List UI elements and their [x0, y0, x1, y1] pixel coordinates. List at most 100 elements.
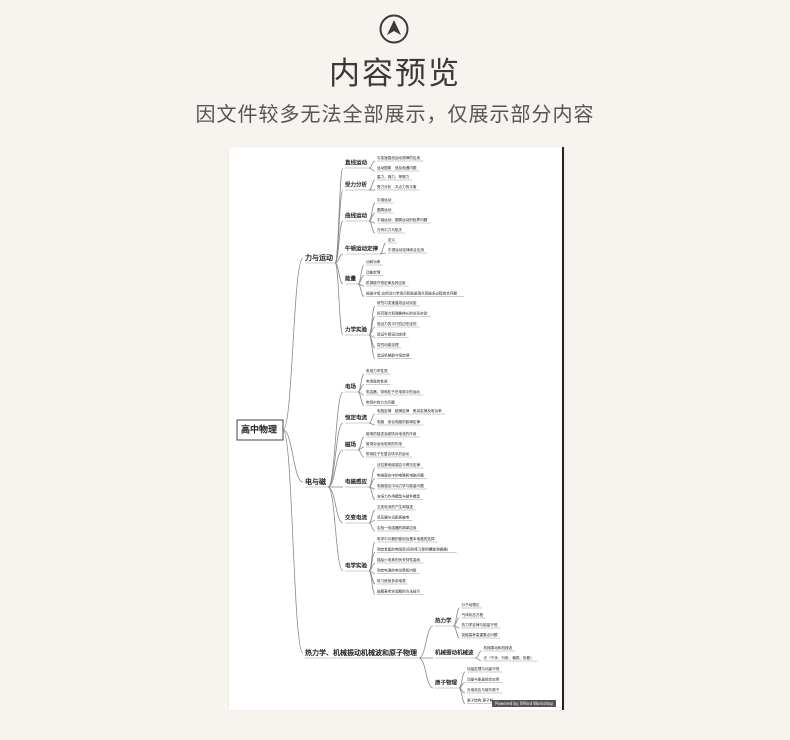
- topic-leaf-connector: [458, 687, 466, 704]
- leaf-label: 动量与能量综合应用: [467, 677, 500, 682]
- leaf-label: 电路 闭合电路的欧姆定律: [377, 419, 421, 424]
- page-subtitle: 因文件较多无法全部展示，仅展示部分内容: [195, 102, 595, 126]
- topic-leaf-connector: [368, 179, 376, 191]
- topic-label: 牛顿运动定律: [345, 245, 379, 253]
- leaf-label: 机械能守恒定律及其应用: [366, 280, 406, 285]
- leaf-label: 气体状态方程: [462, 612, 484, 617]
- leaf-label: 电阻定律 欧姆定律 焦耳定律及电功率: [377, 408, 442, 413]
- branch-topic-connector: [334, 220, 344, 264]
- branch-topic-connector: [418, 625, 434, 659]
- compass-arrow-icon: [379, 14, 409, 44]
- topic-leaf-connector: [475, 650, 482, 659]
- leaf-label: 光电效应与玻尔原子: [467, 687, 500, 692]
- leaf-label: 电磁感应中的电路和电磁问题: [377, 473, 424, 478]
- topic-label: 曲线运动: [345, 212, 368, 220]
- topic-leaf-connector: [368, 467, 376, 488]
- topic-leaf-connector: [453, 607, 460, 627]
- leaf-label: 重力、弹力、摩擦力: [377, 174, 410, 179]
- branch-topic-connector: [327, 486, 344, 572]
- leaf-label: 分子动理论: [462, 602, 480, 607]
- leaf-label: 突破高考高重要点问题: [462, 632, 498, 637]
- topic-leaf-connector: [368, 509, 376, 524]
- leaf-label: 万有引力与航天: [377, 227, 403, 232]
- leaf-label: 验证机械能守恒定律: [377, 353, 410, 358]
- leaf-label: 能量守恒 应用动力学观点和能量观点突破多过程综合问题: [366, 291, 457, 296]
- leaf-label: 电磁感应中动力学与能量问题: [377, 483, 424, 488]
- leaf-label: 安培力作用模型与部件模型: [377, 494, 421, 499]
- powered-by-badge: Powered by XMind Workshop: [492, 700, 556, 707]
- root-branch-connector: [282, 257, 304, 431]
- topic-leaf-connector: [368, 413, 376, 424]
- branch-label: 力与运动: [305, 253, 333, 262]
- topic-leaf-connector: [368, 167, 376, 172]
- leaf-label: 运动图象 追及相遇问题: [377, 165, 417, 170]
- branch-topic-connector: [327, 486, 344, 524]
- branch-topic-connector: [334, 189, 344, 264]
- leaf-label: 电场中的力大问题: [366, 400, 395, 405]
- topic-label: 原子物理: [435, 679, 458, 687]
- root-node-label: 高中物理: [241, 424, 277, 436]
- leaf-label: 受力分析 共点力的平衡: [377, 184, 417, 189]
- topic-leaf-connector: [368, 522, 376, 532]
- leaf-label: 定义: [388, 237, 396, 242]
- branch-topic-connector: [327, 422, 344, 488]
- leaf-label: 电场能的性质: [366, 379, 388, 384]
- leaf-label: 实验一传感器的简单应用: [377, 525, 417, 530]
- leaf-label: 变压器与远距离输电: [377, 515, 410, 520]
- topic-label: 交变电流: [345, 514, 368, 522]
- topic-leaf-connector: [368, 422, 376, 426]
- leaf-label: 测定电源的电动势和内阻: [377, 568, 417, 573]
- topic-leaf-connector: [475, 657, 482, 662]
- leaf-label: 动量定理与动量守恒: [467, 666, 500, 671]
- topic-label: 机械振动机械波: [434, 649, 474, 657]
- leaf-label: 原子结构 原子核: [467, 698, 494, 703]
- leaf-label: 研究匀变速直线运动实验: [377, 300, 417, 305]
- topic-leaf-connector: [379, 242, 387, 255]
- topic-leaf-connector: [368, 570, 376, 595]
- root-branch-connector: [282, 429, 304, 654]
- topic-leaf-connector: [357, 283, 365, 297]
- topic-label: 能量: [345, 275, 357, 283]
- leaf-label: 平抛运动: [377, 197, 392, 202]
- leaf-label: 探究弹力和弹簧伸长的关系实验: [377, 311, 428, 316]
- page-title: 内容预览: [329, 56, 461, 92]
- topic-leaf-connector: [368, 160, 376, 169]
- branch-topic-connector: [334, 167, 344, 264]
- topic-label: 电场: [345, 383, 357, 391]
- branch-topic-connector: [334, 262, 344, 336]
- root-branch-connector: [282, 429, 304, 483]
- topic-leaf-connector: [357, 391, 365, 406]
- topic-leaf-connector: [357, 446, 365, 451]
- topic-leaf-connector: [357, 373, 365, 393]
- leaf-label: 功和功率: [366, 259, 381, 264]
- branch-label: 热力学、机械振动机械波和原子物理: [305, 648, 417, 657]
- branch-topic-connector: [327, 391, 344, 488]
- leaf-label: 破解高考实验题的方法技巧: [377, 589, 421, 594]
- leaf-label: 探究动能定理: [377, 342, 399, 347]
- leaf-label: 验证力的平行四边形定则: [377, 321, 417, 326]
- branch-topic-connector: [418, 657, 434, 689]
- leaf-label: 练习使用多用电表: [377, 578, 406, 583]
- leaf-label: 电容器、带电粒子在电场中的运动: [366, 389, 420, 394]
- leaf-label: 动能定理: [366, 270, 381, 275]
- leaf-label: 磁场对运动电荷的作用: [366, 441, 402, 446]
- leaf-label: 电学中仪器的使用及基本电路的选择: [377, 536, 435, 541]
- topic-label: 力学实验: [345, 326, 368, 334]
- branch-topic-connector: [327, 449, 344, 488]
- leaf-label: 匀变速直线运动规律的应用: [377, 155, 421, 160]
- leaf-label: 测定金属的电阻率(同时练习使用螺旋测微器): [377, 547, 449, 552]
- leaf-label: 交变电流的产生和描述: [377, 504, 413, 509]
- leaf-label: 电场力学性质: [366, 368, 388, 373]
- leaf-label: 描绘小电珠的伏安特性曲线: [377, 557, 421, 562]
- topic-leaf-connector: [368, 334, 376, 359]
- leaf-label: 机械振动和机械波: [484, 645, 513, 650]
- topic-label: 电磁感应: [345, 478, 368, 486]
- topic-leaf-connector: [368, 202, 376, 222]
- leaf-label: 平抛运动、圆周运动的临界问题: [377, 217, 428, 222]
- topic-leaf-connector: [368, 220, 376, 234]
- leaf-label: 圆周运动: [377, 207, 392, 212]
- topic-leaf-connector: [357, 264, 365, 285]
- document-preview: 高中物理力与运动直线运动匀变速直线运动规律的应用运动图象 追及相遇问题受力分析重…: [229, 147, 564, 710]
- topic-label: 热力学: [435, 617, 452, 625]
